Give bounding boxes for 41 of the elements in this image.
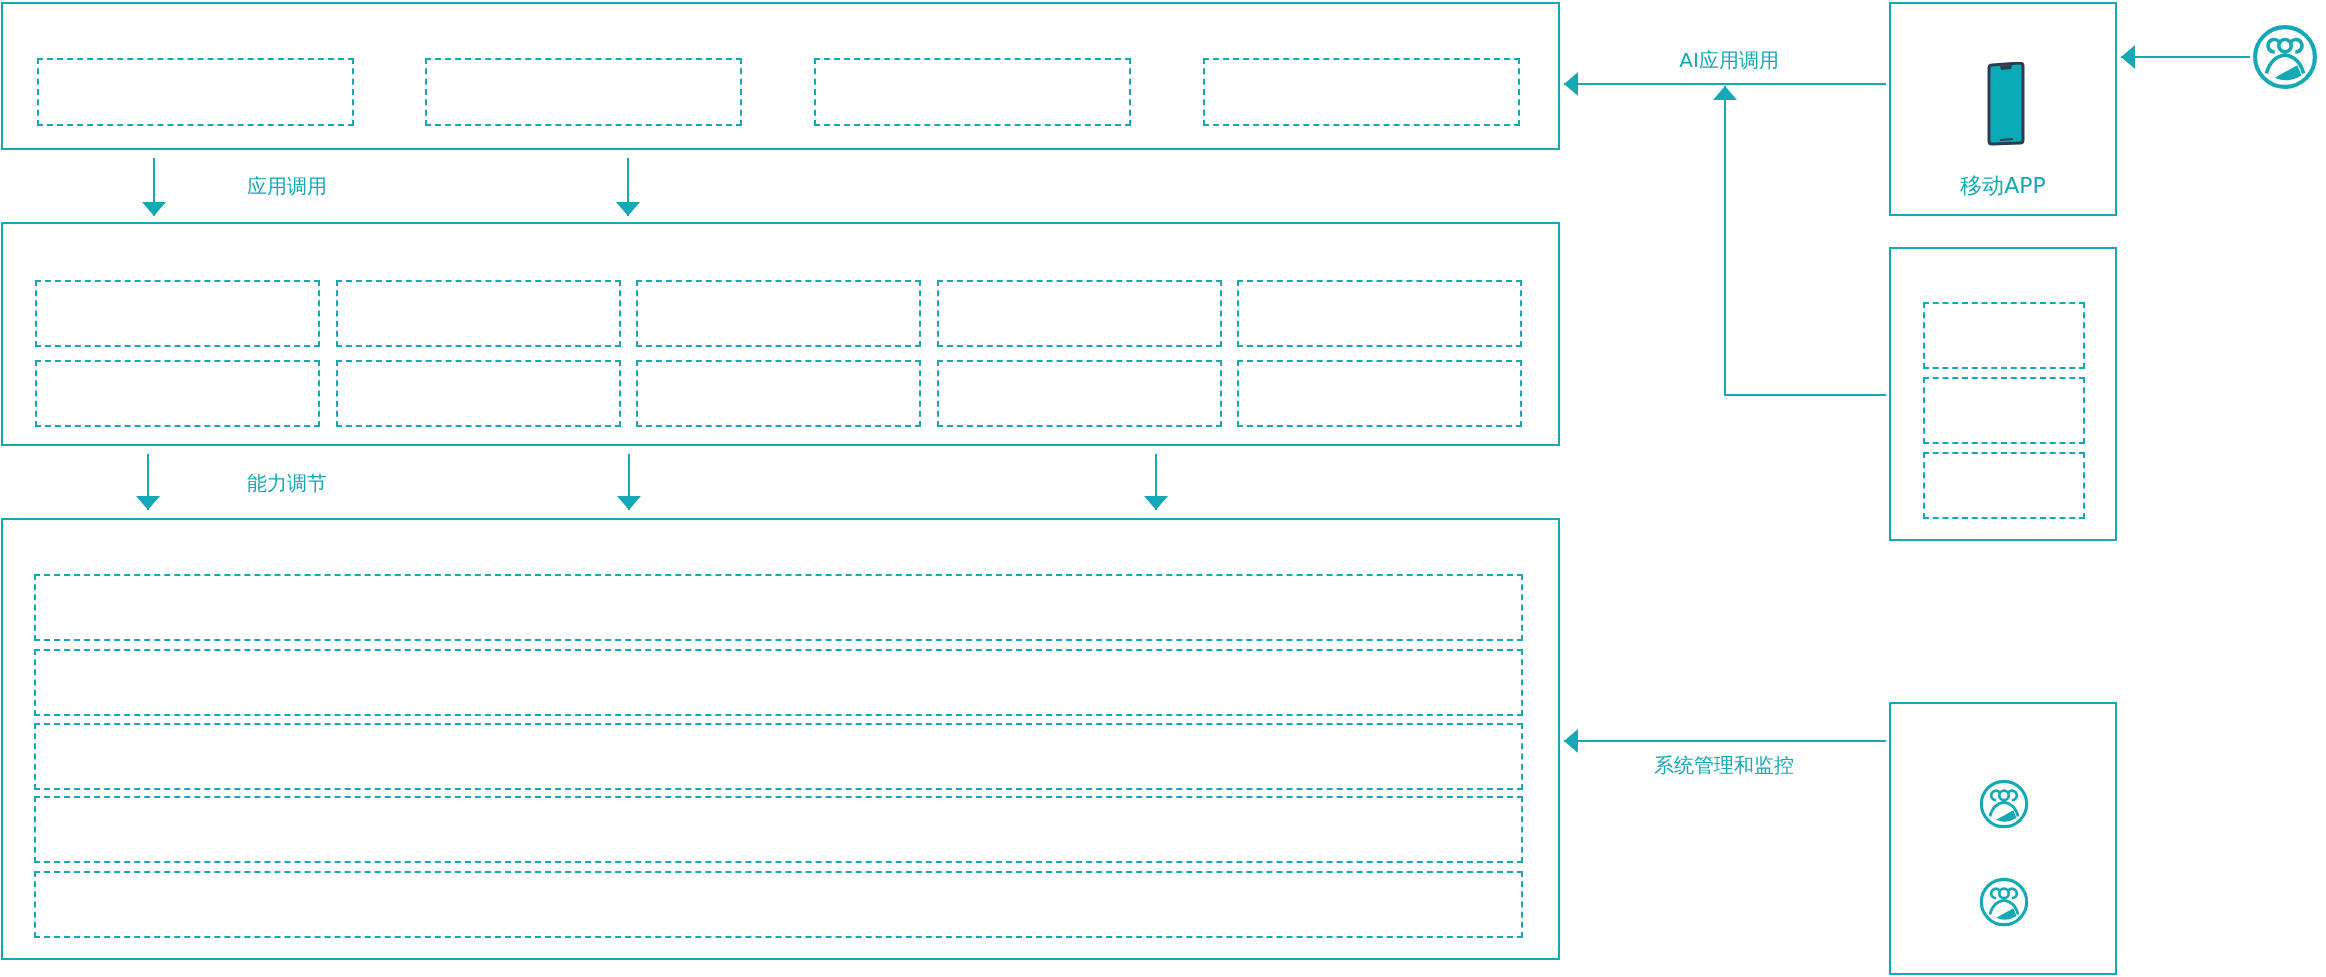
layer-box bbox=[1889, 702, 2117, 975]
module-box bbox=[1923, 377, 2085, 444]
module-box bbox=[814, 58, 1131, 126]
module-box bbox=[34, 649, 1523, 716]
app-label: 移动APP bbox=[1959, 172, 2047, 200]
module-box bbox=[636, 360, 921, 427]
layer-box bbox=[1, 222, 1560, 446]
module-box bbox=[1923, 302, 2085, 369]
arrow bbox=[136, 453, 160, 511]
layer-box bbox=[1, 518, 1560, 960]
layer-box bbox=[1, 2, 1560, 150]
module-box bbox=[37, 58, 354, 126]
arrow bbox=[616, 157, 640, 217]
module-box bbox=[34, 574, 1523, 641]
user-icon bbox=[2252, 24, 2318, 90]
arrow bbox=[1563, 729, 1887, 753]
module-box bbox=[35, 360, 320, 427]
module-box bbox=[937, 360, 1222, 427]
module-box bbox=[336, 280, 621, 347]
module-box bbox=[1203, 58, 1520, 126]
module-box bbox=[937, 280, 1222, 347]
module-box bbox=[34, 796, 1523, 863]
module-box bbox=[336, 360, 621, 427]
arrow bbox=[2120, 45, 2251, 69]
edge-label: 能力调节 bbox=[245, 471, 329, 495]
module-box bbox=[34, 723, 1523, 790]
module-box bbox=[1923, 452, 2085, 519]
module-box bbox=[425, 58, 742, 126]
edge-label: 系统管理和监控 bbox=[1652, 753, 1796, 777]
module-box bbox=[1237, 280, 1522, 347]
arrow bbox=[1563, 72, 1887, 96]
arrow bbox=[1144, 453, 1168, 511]
layer-box bbox=[1889, 247, 2117, 541]
module-box bbox=[35, 280, 320, 347]
module-box bbox=[636, 280, 921, 347]
module-box bbox=[1237, 360, 1522, 427]
module-box bbox=[34, 871, 1523, 938]
arrow bbox=[617, 453, 641, 511]
arrow bbox=[1713, 85, 1887, 396]
layer-box bbox=[1889, 2, 2117, 216]
arrow bbox=[142, 157, 166, 217]
